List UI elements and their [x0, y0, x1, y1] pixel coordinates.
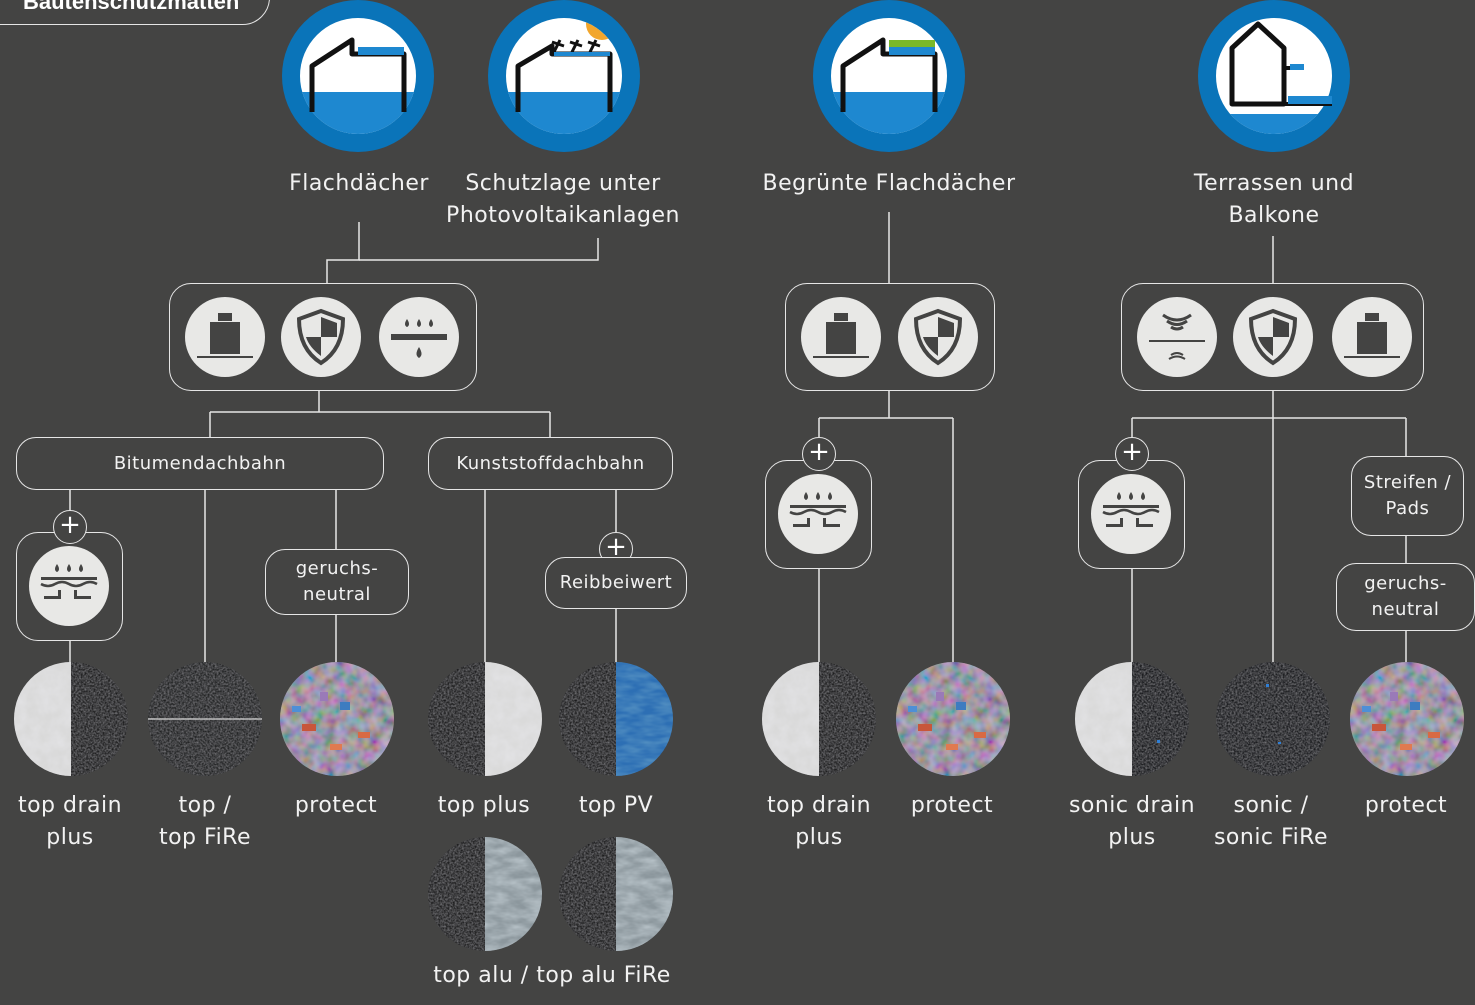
drainage-layer-icon: [1091, 474, 1171, 554]
product-label-top-alu: top alu / top alu FiRe: [433, 963, 671, 988]
photovoltaic-roof-icon: [488, 0, 640, 152]
drainage-icon: [379, 297, 459, 377]
product-label-protect: protect: [910, 793, 994, 818]
drainage-layer-box: [765, 460, 872, 569]
product-label-protect: protect: [1364, 793, 1448, 818]
product-label-top-pv: top PV: [578, 793, 654, 818]
application-label-green-roofs: Begrünte Flachdächer: [762, 171, 1016, 196]
product-label-sonic-fire: sonic / sonic FiRe: [1213, 793, 1329, 850]
product-swatch-top-alu: [428, 837, 542, 951]
drainage-layer-icon: [778, 474, 858, 554]
plus-badge: +: [802, 437, 836, 471]
page-title: Bautenschutzmatten: [0, 0, 270, 25]
load-weight-icon: [1332, 297, 1412, 377]
application-label-photovoltaic: Schutzlage unter Photovoltaikanlagen: [446, 171, 680, 228]
application-label-flat-roofs: Flachdächer: [289, 171, 429, 196]
product-swatch-protect: [896, 662, 1010, 776]
product-label-top-plus: top plus: [437, 793, 531, 818]
load-weight-icon: [801, 297, 881, 377]
drainage-layer-box: [1078, 460, 1185, 569]
drainage-layer-icon: [29, 546, 109, 626]
shield-icon: [281, 297, 361, 377]
branch-bitumen: Bitumendachbahn: [16, 437, 384, 490]
product-swatch-top-fire: [148, 662, 262, 776]
terrace-balcony-icon: [1198, 0, 1350, 152]
drainage-layer-box: [16, 532, 123, 641]
product-swatch-sonic-drain-plus: [1075, 662, 1189, 776]
tag-strips-pads: Streifen / Pads: [1351, 456, 1464, 536]
product-swatch-protect: [280, 662, 394, 776]
load-weight-icon: [185, 297, 265, 377]
product-swatch-top-plus: [428, 662, 542, 776]
product-swatch-sonic-fire: [1216, 662, 1330, 776]
product-label-top-drain-plus: top drain plus: [17, 793, 123, 850]
flat-roof-icon: [282, 0, 434, 152]
branch-kunststoff: Kunststoffdachbahn: [428, 437, 673, 490]
shield-icon: [898, 297, 978, 377]
application-label-terraces: Terrassen und Balkone: [1193, 171, 1355, 228]
product-swatch-protect: [1350, 662, 1464, 776]
product-label-protect: protect: [294, 793, 378, 818]
shield-icon: [1233, 297, 1313, 377]
sound-insulation-icon: [1137, 297, 1217, 377]
green-roof-icon: [813, 0, 965, 152]
tag-odor-neutral: geruchs- neutral: [1336, 563, 1475, 631]
product-swatch-top-alu-fire: [559, 837, 673, 951]
plus-badge: +: [53, 510, 87, 544]
tag-friction: Reibbeiwert: [545, 557, 687, 609]
product-swatch-top-drain-plus: [14, 662, 128, 776]
product-label-top-drain-plus: top drain plus: [766, 793, 872, 850]
product-label-top-fire: top / top FiRe: [158, 793, 252, 850]
product-swatch-top-drain-plus: [762, 662, 876, 776]
plus-badge: +: [1115, 437, 1149, 471]
tag-odor-neutral: geruchs- neutral: [265, 549, 409, 615]
product-swatch-top-pv: [559, 662, 673, 776]
product-label-sonic-drain-plus: sonic drain plus: [1068, 793, 1196, 850]
